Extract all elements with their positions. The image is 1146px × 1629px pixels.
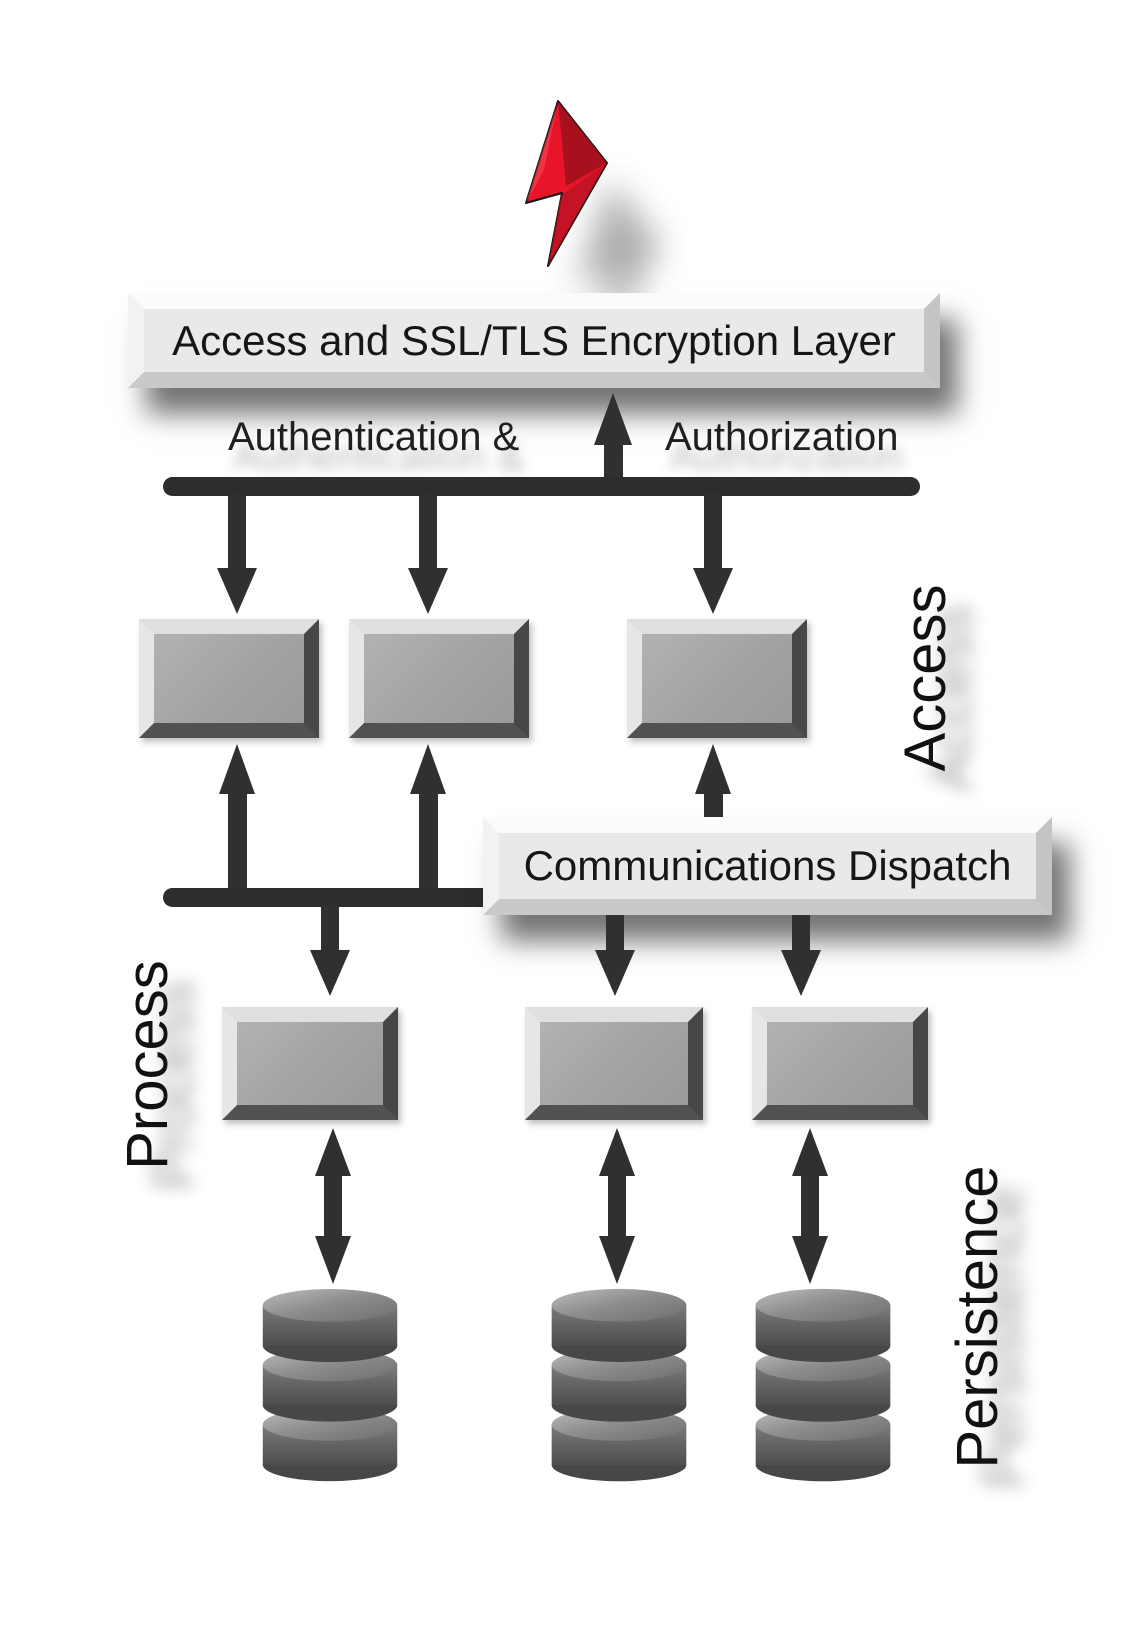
encryption-layer-banner: Access and SSL/TLS Encryption Layer <box>128 293 940 388</box>
double-arrow-1-up-head <box>315 1128 351 1176</box>
down-arrow-shaft <box>704 494 722 570</box>
lightning-bolt-icon <box>525 100 661 352</box>
up-arrow-to-encryption-layer <box>594 393 632 445</box>
process-bus <box>163 888 523 907</box>
down-arrow-to-process-box-2 <box>595 950 635 996</box>
up-arrow-shaft <box>228 792 247 892</box>
access-box-1 <box>139 619 319 738</box>
auth-bus <box>163 477 920 496</box>
down-arrow-to-process-box-3 <box>781 950 821 996</box>
database-icon <box>551 1288 687 1482</box>
down-arrow-shaft <box>228 494 246 570</box>
access-box-2 <box>349 619 529 738</box>
access-box-3 <box>627 619 807 738</box>
double-arrow-3-down-head <box>792 1236 828 1284</box>
down-arrow-shaft <box>606 915 624 952</box>
double-arrow-2-shaft <box>608 1172 626 1240</box>
process-box-3 <box>752 1007 928 1120</box>
up-arrow-to-access-box-2 <box>410 744 446 794</box>
down-arrow-to-access-box-2 <box>408 568 448 614</box>
communications-dispatch-label: Communications Dispatch <box>523 842 1012 889</box>
communications-dispatch-banner: Communications Dispatch <box>483 817 1052 915</box>
down-arrow-shaft <box>321 905 339 952</box>
double-arrow-2-down-head <box>599 1236 635 1284</box>
double-arrow-3-up-head <box>792 1128 828 1176</box>
down-arrow-to-process-box-1 <box>310 950 350 996</box>
encryption-layer-banner-label: Access and SSL/TLS Encryption Layer <box>172 316 896 364</box>
up-arrow-shaft <box>419 792 438 892</box>
persistence-layer-label: Persistence <box>945 1165 1010 1469</box>
down-arrow-to-access-box-1 <box>217 568 257 614</box>
database-icon <box>755 1288 891 1482</box>
authentication-label: Authentication & <box>228 415 520 459</box>
process-box-2 <box>525 1007 703 1120</box>
double-arrow-2-up-head <box>599 1128 635 1176</box>
down-arrow-shaft <box>792 915 810 952</box>
up-arrow-shaft <box>604 443 623 487</box>
down-arrow-shaft <box>419 494 437 570</box>
up-arrow-to-access-box-3 <box>695 744 731 794</box>
authorization-label: Authorization <box>665 415 899 459</box>
double-arrow-1-down-head <box>315 1236 351 1284</box>
up-arrow-to-access-box-1 <box>219 744 255 794</box>
down-arrow-to-access-box-3 <box>693 568 733 614</box>
process-layer-label: Process <box>115 960 180 1170</box>
process-box-1 <box>222 1007 398 1120</box>
double-arrow-1-shaft <box>324 1172 342 1240</box>
database-icon <box>262 1289 398 1482</box>
up-arrow-shaft <box>704 792 723 820</box>
double-arrow-3-shaft <box>801 1172 819 1240</box>
